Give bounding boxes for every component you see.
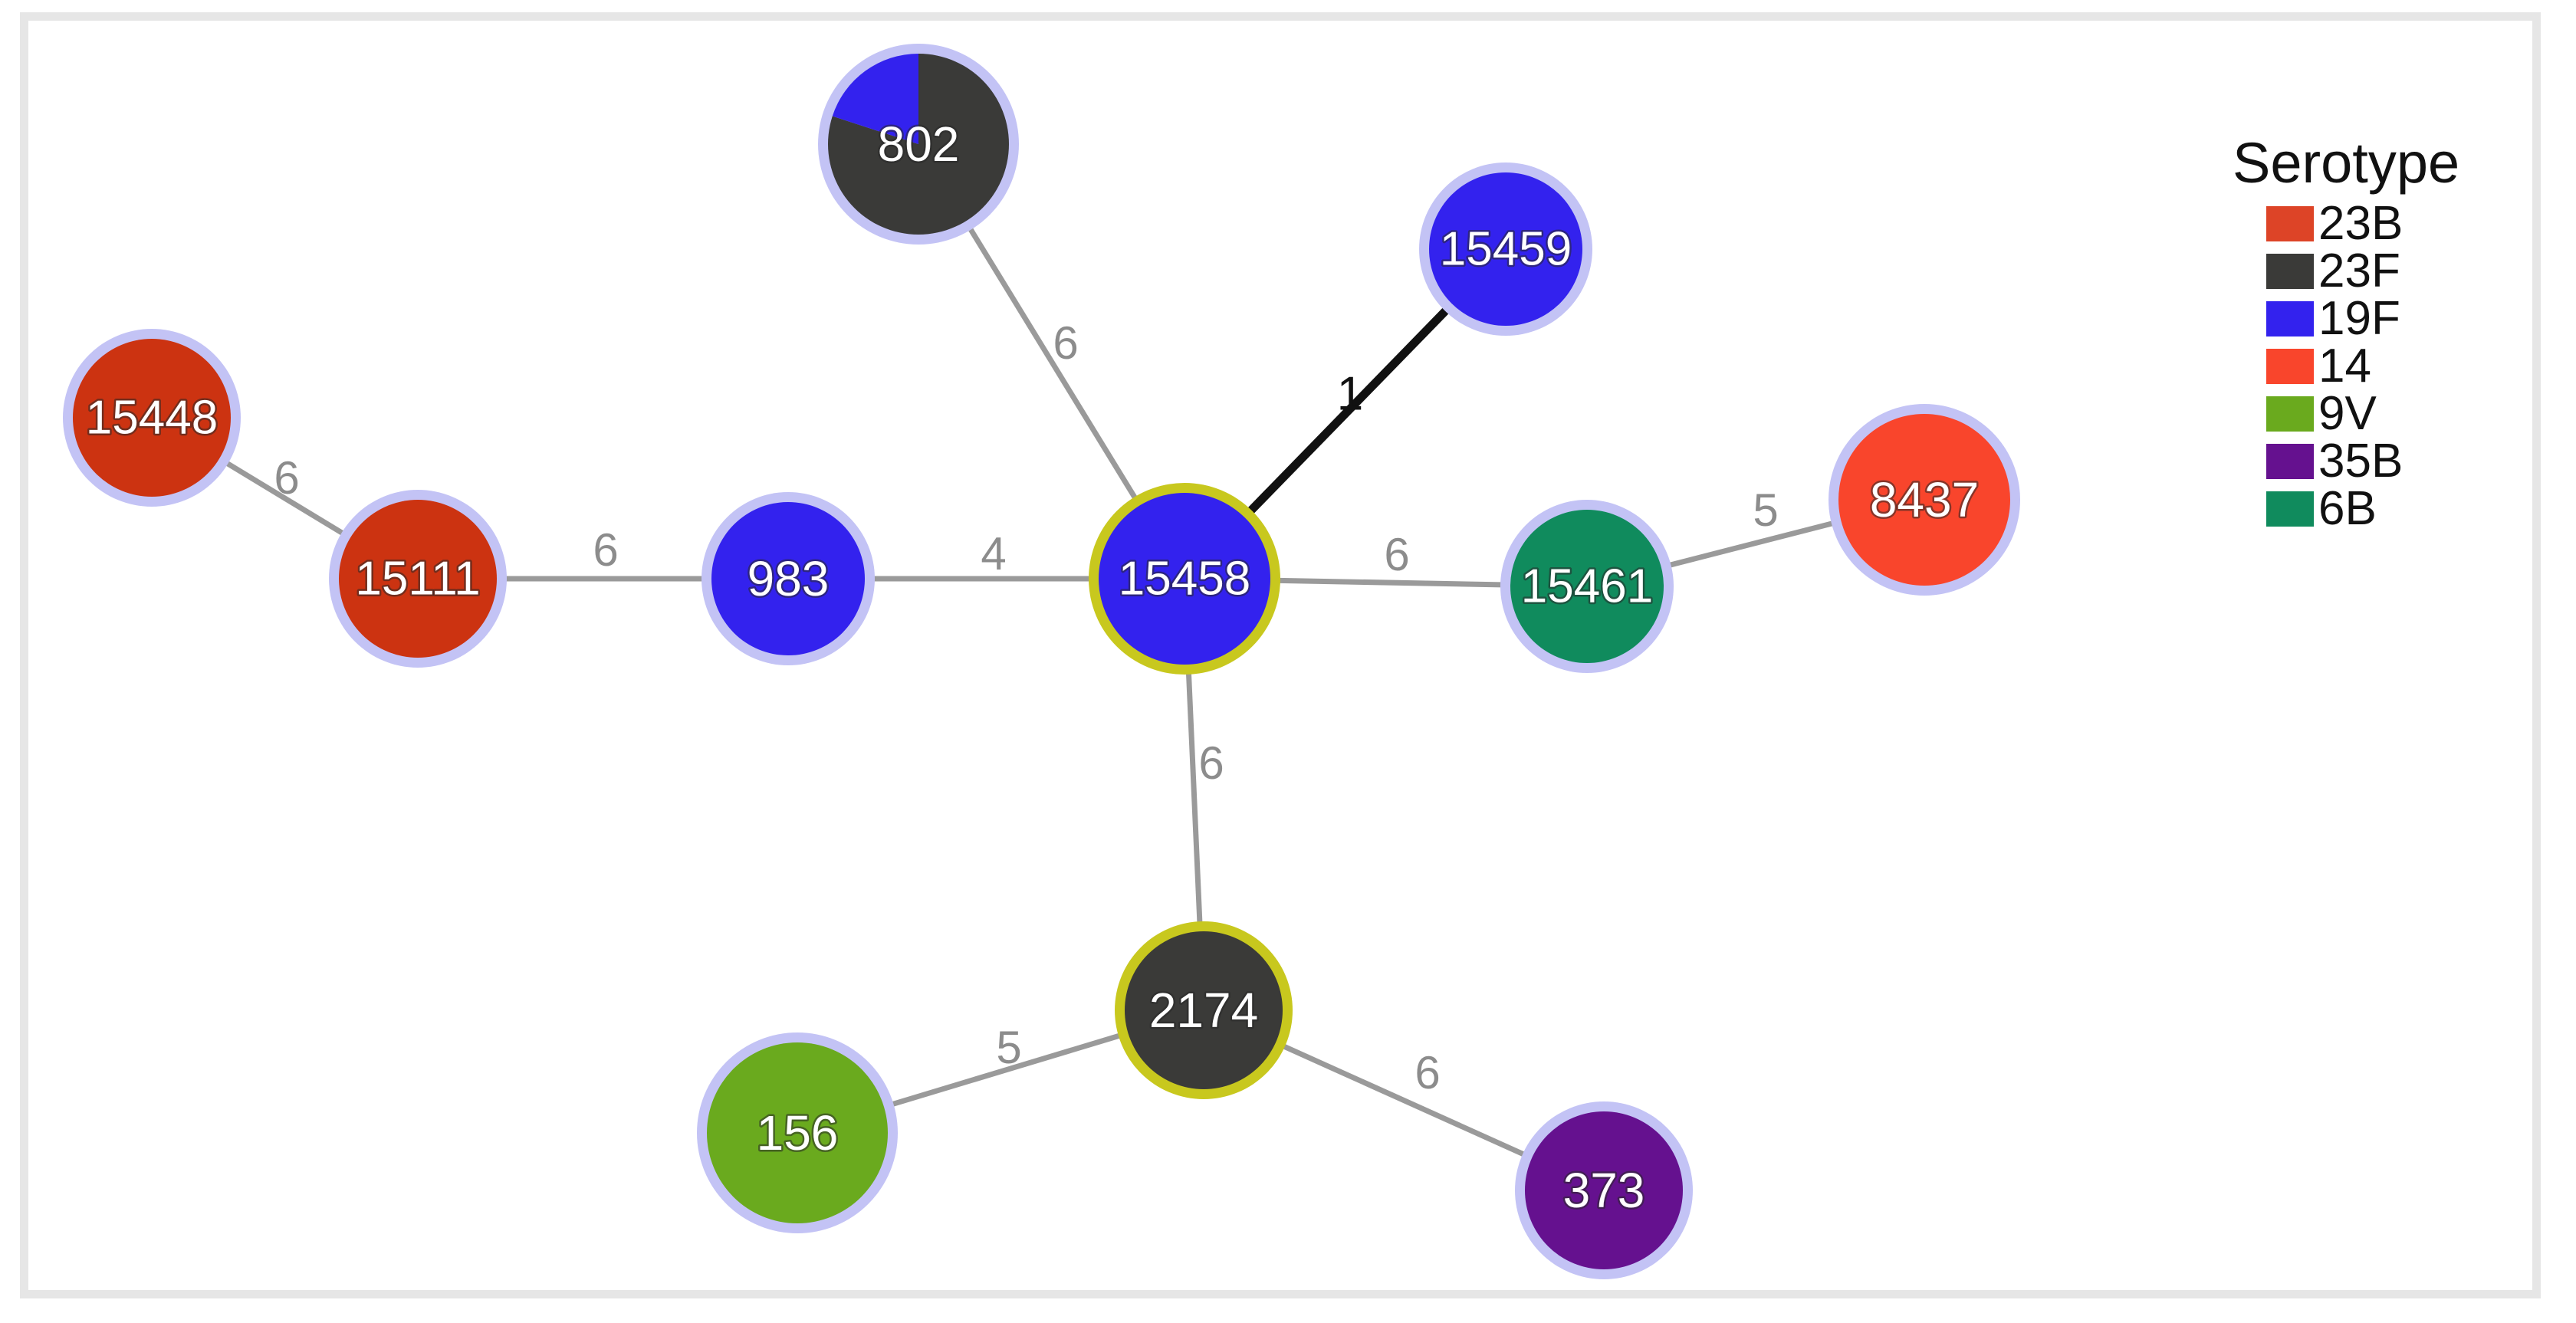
edge-802-15458[interactable] [968, 228, 1138, 500]
edge-label-15458-15461: 6 [1384, 529, 1409, 580]
node-label-outline-802: 802 [878, 117, 960, 172]
node-label-outline-15111: 15111 [355, 553, 480, 606]
edge-15461-8437[interactable] [1669, 520, 1833, 568]
node-slice-23F [828, 54, 1010, 235]
edge-label-802-15458: 6 [1053, 317, 1078, 369]
node-fill-23B [73, 339, 231, 497]
node-label-outline-15458: 15458 [1119, 553, 1250, 606]
node-label-outline-15459: 15459 [1440, 223, 1572, 276]
legend-label-9V: 9V [2318, 387, 2377, 440]
edge-label-15111-983: 6 [593, 524, 618, 576]
edge-15458-15461[interactable] [1279, 577, 1502, 588]
node-fill-6B [1510, 510, 1664, 663]
legend-item-23F[interactable]: 23F [2200, 248, 2522, 295]
edge-2174-373[interactable] [1283, 1044, 1525, 1157]
legend-swatch-23B [2266, 206, 2314, 241]
edges-layer [225, 228, 1833, 1157]
legend-item-35B[interactable]: 35B [2200, 438, 2522, 485]
legend-label-6B: 6B [2318, 482, 2377, 535]
node-fill-35B [1525, 1111, 1683, 1269]
edge-2174-156[interactable] [892, 1032, 1120, 1107]
legend-item-19F[interactable]: 19F [2200, 295, 2522, 343]
edge-15448-15111[interactable] [225, 461, 344, 536]
legend-swatch-6B [2266, 491, 2314, 527]
node-fill-19F [711, 502, 865, 655]
node-label-156: 156 [757, 1105, 839, 1160]
edge-label-15448-15111: 6 [274, 452, 299, 504]
node-label-outline-15461: 15461 [1521, 560, 1653, 613]
legend-label-19F: 19F [2318, 292, 2400, 345]
edge-label-15461-8437: 5 [1753, 484, 1778, 536]
node-label-outline-15448: 15448 [86, 392, 218, 445]
node-fill-19F [1099, 493, 1270, 665]
edge-label-15459-15458: 1 [1337, 367, 1363, 420]
legend-swatch-19F [2266, 301, 2314, 336]
legend-swatch-23F [2266, 254, 2314, 289]
node-label-983: 983 [748, 551, 830, 606]
node-fill-14 [1838, 414, 2010, 586]
edge-15459-15458[interactable] [1247, 307, 1449, 514]
edge-label-2174-373: 6 [1414, 1047, 1440, 1098]
legend-swatch-9V [2266, 396, 2314, 432]
node-fill-19F [1429, 172, 1582, 326]
node-slice-19F [832, 54, 918, 144]
node-label-outline-2174: 2174 [1149, 983, 1258, 1038]
node-label-15448: 15448 [86, 392, 218, 445]
edge-15458-2174[interactable] [1186, 673, 1203, 923]
node-label-15459: 15459 [1440, 223, 1572, 276]
node-label-15458: 15458 [1119, 553, 1250, 606]
legend-label-35B: 35B [2318, 435, 2404, 488]
edge-label-15458-2174: 6 [1198, 737, 1224, 789]
legend-item-9V[interactable]: 9V [2200, 390, 2522, 438]
node-label-15111: 15111 [355, 553, 480, 606]
node-label-outline-373: 373 [1563, 1163, 1645, 1218]
node-fill-23F [1125, 931, 1283, 1089]
legend-label-23B: 23B [2318, 197, 2404, 250]
node-label-outline-156: 156 [757, 1105, 839, 1160]
legend-item-23B[interactable]: 23B [2200, 200, 2522, 248]
legend-title: Serotype [2233, 131, 2460, 195]
node-label-8437: 8437 [1870, 472, 1979, 527]
edge-labels-layer: 6 1 6 6 4 6 5 6 5 6 [274, 317, 1778, 1098]
legend-swatch-14 [2266, 349, 2314, 384]
node-label-2174: 2174 [1149, 983, 1258, 1038]
node-fill-9V [707, 1042, 888, 1223]
edge-label-983-15458: 4 [981, 528, 1006, 579]
legend-swatch-35B [2266, 444, 2314, 479]
edge-label-2174-156: 5 [996, 1022, 1021, 1073]
node-label-outline-983: 983 [748, 551, 830, 606]
node-label-outline-8437: 8437 [1870, 472, 1979, 527]
node-label-15461: 15461 [1521, 560, 1653, 613]
node-label-373: 373 [1563, 1163, 1645, 1218]
node-fill-23B [339, 500, 497, 658]
node-label-802: 802 [878, 117, 960, 172]
legend-label-23F: 23F [2318, 245, 2400, 297]
legend-item-14[interactable]: 14 [2200, 343, 2522, 390]
legend-item-6B[interactable]: 6B [2200, 485, 2522, 533]
legend-label-14: 14 [2318, 340, 2371, 392]
